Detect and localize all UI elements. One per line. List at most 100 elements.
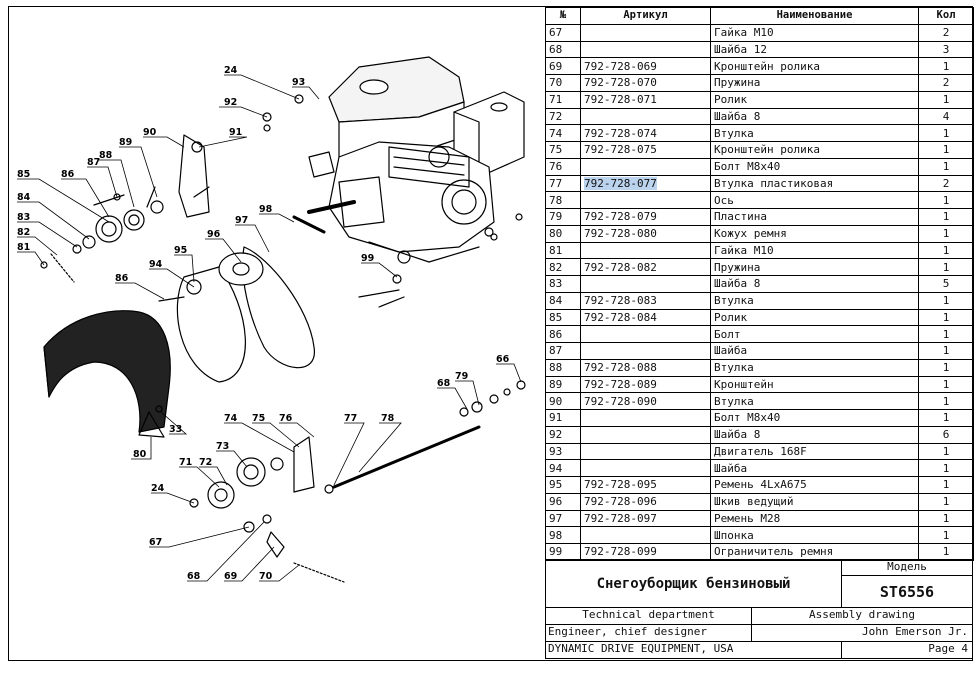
row-name: Шайба 12 [710, 40, 919, 59]
exploded-assembly-drawing: 24 93 92 91 90 89 88 87 86 85 84 83 82 8… [9, 7, 544, 660]
designer-name: John Emerson Jr. [751, 624, 973, 642]
row-name: Двигатель 168F [710, 442, 919, 461]
callout: 88 [99, 150, 113, 161]
col-header-qty: Кол [918, 7, 974, 25]
row-number: 83 [545, 275, 581, 293]
row-number: 76 [545, 157, 581, 176]
row-number: 91 [545, 409, 581, 427]
row-name: Болт M8x40 [710, 409, 919, 427]
callout: 85 [17, 169, 30, 180]
row-number: 89 [545, 375, 581, 394]
row-qty: 3 [918, 40, 974, 59]
engine-illustration [307, 56, 525, 264]
row-name: Шайба 8 [710, 107, 919, 126]
row-number: 88 [545, 358, 581, 377]
row-qty: 1 [918, 90, 974, 109]
row-qty: 1 [918, 392, 974, 410]
row-article [580, 459, 711, 477]
page-number: Page 4 [841, 641, 973, 659]
row-number: 82 [545, 258, 581, 276]
row-article [580, 191, 711, 209]
callout: 72 [199, 457, 212, 468]
callout: 24 [224, 65, 238, 76]
row-name: Болт M8x40 [710, 157, 919, 176]
callout: 91 [229, 127, 242, 138]
selected-text-highlight[interactable]: 792-728-077 [584, 176, 657, 190]
row-number: 97 [545, 509, 581, 528]
row-number: 75 [545, 141, 581, 159]
row-qty: 1 [918, 241, 974, 260]
row-number: 84 [545, 291, 581, 310]
row-number: 86 [545, 325, 581, 343]
row-article: 792-728-079 [580, 208, 711, 226]
callout: 69 [224, 571, 237, 582]
row-qty: 1 [918, 258, 974, 276]
row-name: Шпонка [710, 526, 919, 544]
designer-role: Engineer, chief designer [545, 624, 752, 642]
callout: 86 [115, 273, 129, 284]
row-number: 92 [545, 425, 581, 444]
row-article [580, 107, 711, 126]
callout: 73 [216, 441, 229, 452]
row-number: 80 [545, 224, 581, 243]
callout: 86 [61, 169, 75, 180]
row-article: 792-728-095 [580, 476, 711, 494]
row-qty: 1 [918, 375, 974, 394]
callout: 87 [87, 157, 100, 168]
callout: 71 [179, 457, 192, 468]
callout: 81 [17, 242, 30, 253]
row-qty: 1 [918, 459, 974, 477]
department: Technical department [545, 607, 752, 625]
row-article [580, 275, 711, 293]
row-qty: 1 [918, 208, 974, 226]
row-article: 792-728-096 [580, 492, 711, 511]
row-qty: 1 [918, 409, 974, 427]
callout: 74 [224, 413, 238, 424]
row-qty: 2 [918, 74, 974, 92]
row-number: 93 [545, 442, 581, 461]
callout: 97 [235, 215, 248, 226]
callout: 33 [169, 424, 182, 435]
row-article: 792-728-074 [580, 124, 711, 142]
row-qty: 1 [918, 442, 974, 461]
row-article [580, 325, 711, 343]
row-article: 792-728-099 [580, 543, 711, 561]
row-name: Болт [710, 325, 919, 343]
row-name: Втулка пластиковая [710, 174, 919, 193]
callout: 92 [224, 97, 237, 108]
row-number: 94 [545, 459, 581, 477]
row-number: 81 [545, 241, 581, 260]
row-qty: 1 [918, 358, 974, 377]
row-qty: 1 [918, 124, 974, 142]
parts-table-header: № Артикул Наименование Кол [545, 7, 974, 25]
row-article [580, 526, 711, 544]
callout: 66 [496, 354, 510, 365]
row-qty: 2 [918, 23, 974, 42]
row-number: 90 [545, 392, 581, 410]
row-article [580, 23, 711, 42]
row-qty: 1 [918, 291, 974, 310]
row-qty: 1 [918, 224, 974, 243]
row-qty: 2 [918, 174, 974, 193]
row-article: 792-728-084 [580, 308, 711, 327]
row-name: Пластина [710, 208, 919, 226]
callout: 79 [455, 371, 468, 382]
row-article: 792-728-071 [580, 90, 711, 109]
row-article: 792-728-080 [580, 224, 711, 243]
